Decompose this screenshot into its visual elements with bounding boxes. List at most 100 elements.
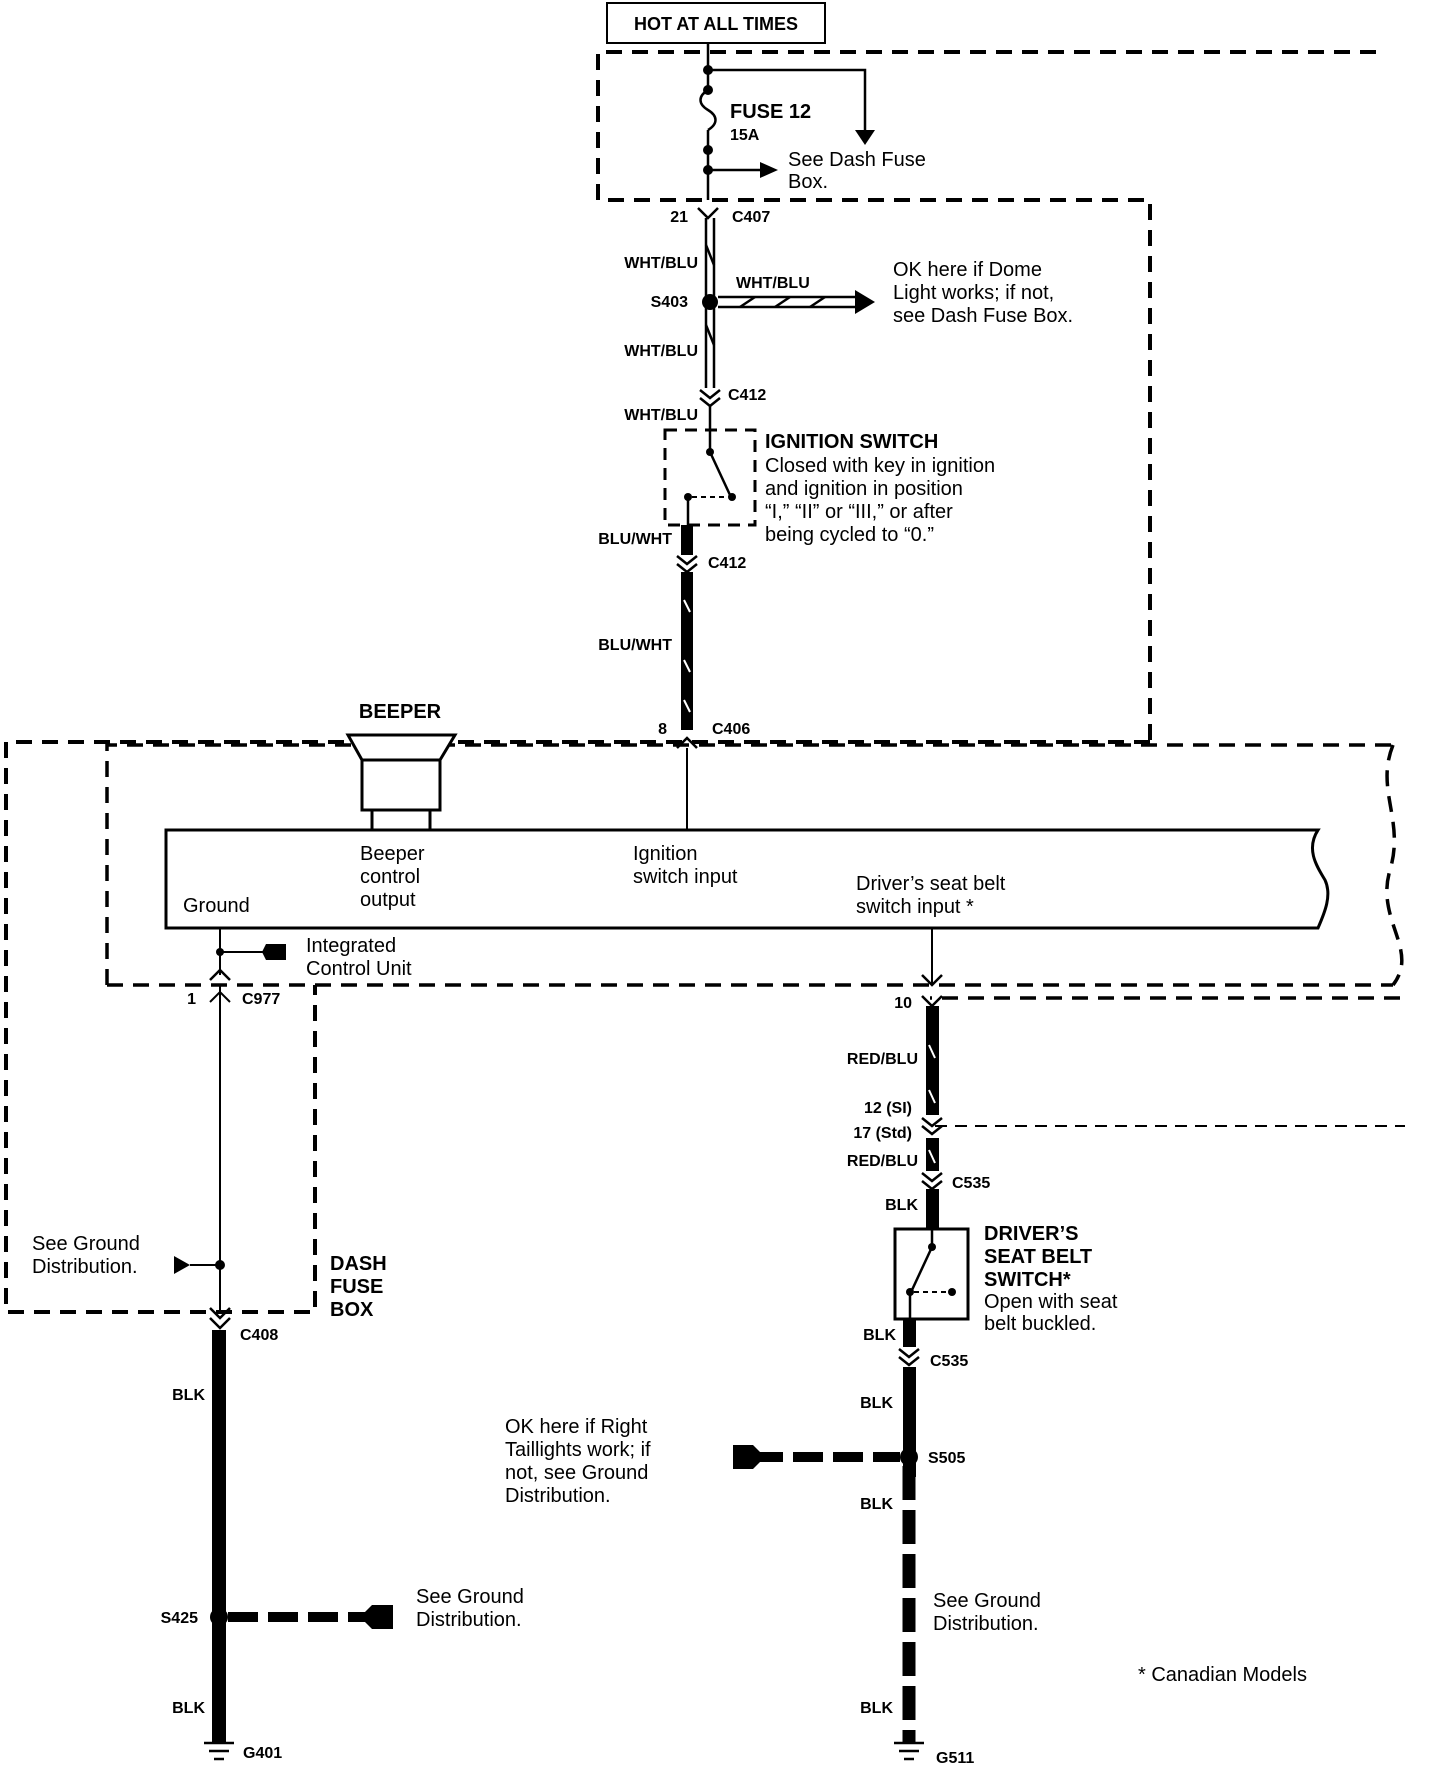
taillights-note-1: OK here if Right: [505, 1416, 648, 1438]
wire-label-wht-blu-3: WHT/BLU: [624, 407, 698, 424]
icu-name-1: Integrated: [306, 935, 396, 957]
wire-label-blk-right-1: BLK: [885, 1197, 918, 1214]
arrow-down-icon: [855, 130, 875, 145]
wire-label-blu-wht-2: BLU/WHT: [598, 637, 672, 654]
pin17-label: 17 (Std): [853, 1125, 912, 1142]
dome-note-3: see Dash Fuse Box.: [893, 305, 1073, 327]
wire-label-blu-wht-1: BLU/WHT: [598, 531, 672, 548]
wire-blk-right-mid: [903, 1319, 916, 1347]
pin10-label: 10: [894, 995, 912, 1012]
dome-note-1: OK here if Dome: [893, 259, 1042, 281]
beeper-title: BEEPER: [359, 701, 442, 723]
icu-beeper-label-1: Beeper: [360, 843, 425, 865]
icu-ignition-label-1: Ignition: [633, 843, 698, 865]
seat-belt-switch-desc-2: belt buckled.: [984, 1313, 1096, 1335]
wire-label-blk-right-3: BLK: [860, 1395, 893, 1412]
ground-g511-icon: [894, 1741, 924, 1761]
c407-pin: 21: [670, 209, 688, 226]
taillights-note-3: not, see Ground: [505, 1462, 648, 1484]
connector-c407: [697, 207, 719, 220]
s505-label: S505: [928, 1450, 965, 1467]
wire-label-blk-right-5: BLK: [860, 1700, 893, 1717]
arrow-right-icon: [760, 162, 778, 178]
integrated-control-unit: [164, 828, 1330, 930]
ground-dist-left-1: See Ground: [32, 1233, 140, 1255]
dash-fuse-box-label-1: DASH: [330, 1253, 387, 1275]
splice-s403: [702, 294, 718, 310]
g401-label: G401: [243, 1745, 282, 1762]
fuse-icon: [699, 88, 717, 132]
wire-wht-blu-branch: [718, 295, 860, 309]
c535-top-label: C535: [952, 1175, 990, 1192]
wire-label-wht-blu-2: WHT/BLU: [624, 343, 698, 360]
ground-g401-icon: [204, 1741, 234, 1761]
wire-blk-left: [212, 1330, 226, 1743]
ground-dist-left-2: Distribution.: [32, 1256, 138, 1278]
c406-pin: 8: [658, 721, 667, 738]
connector-c977: [209, 968, 231, 981]
ignition-switch-desc-3: “I,” “II” or “III,” or after: [765, 501, 953, 523]
dash-fuse-box-label-2: FUSE: [330, 1276, 383, 1298]
wire-label-blk-right-2: BLK: [863, 1327, 896, 1344]
c977-label: C977: [242, 991, 280, 1008]
connector-pin12-17: [921, 1117, 943, 1136]
c412-top-label: C412: [728, 387, 766, 404]
c407-label: C407: [732, 209, 770, 226]
arrow-right-icon: [174, 1256, 190, 1274]
ground-dist-right-2: Distribution.: [933, 1613, 1039, 1635]
wire-label-blk-left-1: BLK: [172, 1387, 205, 1404]
connector-c408: [209, 1307, 231, 1330]
s403-label: S403: [651, 294, 688, 311]
wire-red-blu: [926, 1006, 939, 1171]
seat-belt-switch-title-2: SEAT BELT: [984, 1246, 1092, 1268]
fuse-note-2: Box.: [788, 171, 828, 193]
ground-dist-mid-2: Distribution.: [416, 1609, 522, 1631]
wire-label-wht-blu-branch: WHT/BLU: [736, 275, 810, 292]
c408-label: C408: [240, 1327, 278, 1344]
fuse-note-1: See Dash Fuse: [788, 149, 926, 171]
taillights-note-4: Distribution.: [505, 1485, 611, 1507]
wire-label-blk-right-4: BLK: [860, 1496, 893, 1513]
ground-dist-mid-1: See Ground: [416, 1586, 524, 1608]
s425-label: S425: [161, 1610, 198, 1627]
connector-c412-bottom: [676, 555, 698, 574]
splice-s505: [900, 1448, 918, 1466]
hot-at-all-times-label: HOT AT ALL TIMES: [634, 14, 798, 34]
c535-bottom-label: C535: [930, 1353, 968, 1370]
icu-seat-label-2: switch input *: [856, 896, 974, 918]
seat-belt-switch-title-1: DRIVER’S: [984, 1223, 1078, 1245]
canadian-models-note: * Canadian Models: [1138, 1664, 1307, 1686]
connector-c535-top: [921, 1172, 943, 1191]
arrow-right-icon: [855, 290, 875, 314]
ignition-switch-desc-1: Closed with key in ignition: [765, 455, 995, 477]
wire-label-red-blu-1: RED/BLU: [847, 1051, 918, 1068]
ground-dist-right-1: See Ground: [933, 1590, 1041, 1612]
c977-pin: 1: [187, 991, 196, 1008]
connector-c535-bottom: [898, 1348, 920, 1367]
wire-blk-right-top: [926, 1189, 939, 1229]
g511-label: G511: [936, 1750, 974, 1767]
fuse-rating: 15A: [730, 127, 760, 144]
seat-belt-switch-desc-1: Open with seat: [984, 1291, 1118, 1313]
wire-blu-wht: [681, 525, 693, 730]
arrow-right-icon: [733, 1445, 765, 1469]
dome-note-2: Light works; if not,: [893, 282, 1054, 304]
splice-s425: [210, 1608, 228, 1626]
taillights-note-2: Taillights work; if: [505, 1439, 651, 1461]
dash-fuse-box-label-3: BOX: [330, 1299, 374, 1321]
icu-ignition-label-2: switch input: [633, 866, 738, 888]
ignition-switch-desc-2: and ignition in position: [765, 478, 963, 500]
pin12-label: 12 (SI): [864, 1100, 912, 1117]
icu-seat-label-1: Driver’s seat belt: [856, 873, 1006, 895]
wire-label-red-blu-2: RED/BLU: [847, 1153, 918, 1170]
icu-ground-label: Ground: [183, 895, 250, 917]
arrow-down-icon: [921, 974, 943, 987]
arrow-left-icon: [360, 1605, 393, 1629]
ignition-switch-title: IGNITION SWITCH: [765, 431, 938, 453]
icu-name-2: Control Unit: [306, 958, 412, 980]
ignition-switch-desc-4: being cycled to “0.”: [765, 524, 934, 546]
c406-label: C406: [712, 721, 750, 738]
beeper-icon: [345, 733, 458, 832]
connector-c412-top: [699, 389, 721, 408]
